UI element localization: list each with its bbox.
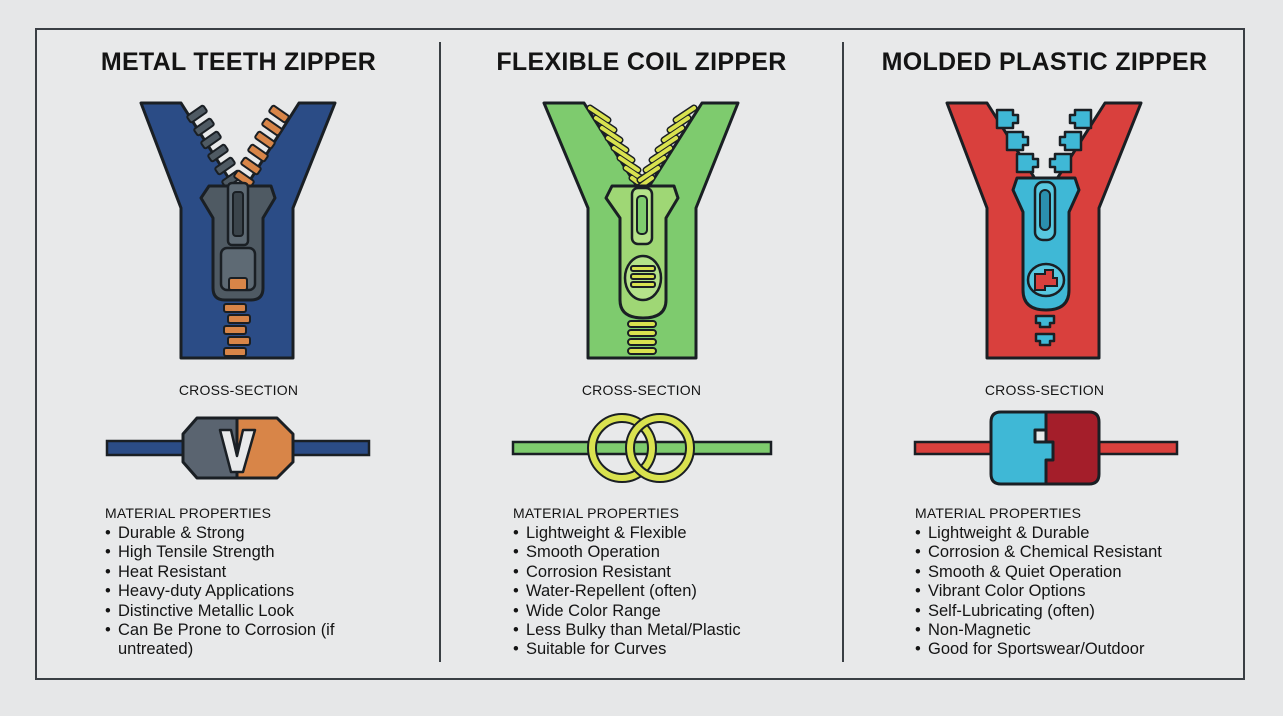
- property-item: Vibrant Color Options: [915, 582, 1218, 602]
- left-coil-highlight: [588, 106, 648, 190]
- properties-title: MATERIAL PROPERTIES: [513, 505, 680, 521]
- property-item: Suitable for Curves: [513, 640, 816, 660]
- closed-teeth: [223, 303, 251, 357]
- material-properties: MATERIAL PROPERTIES Durable & Strong Hig…: [105, 505, 408, 660]
- closed-teeth: [1034, 314, 1056, 347]
- panel-title: MOLDED PLASTIC ZIPPER: [881, 48, 1208, 76]
- property-item: Distinctive Metallic Look: [105, 602, 408, 622]
- panel-coil-zipper: FLEXIBLE COIL ZIPPER: [440, 28, 843, 680]
- cross-section-label: CROSS-SECTION: [581, 382, 702, 398]
- slider-pull-slot: [1039, 189, 1051, 231]
- coil-zipper-illustration: [511, 101, 773, 483]
- property-item: High Tensile Strength: [105, 543, 408, 563]
- property-item: Can Be Prone to Corrosion (if untreated): [105, 621, 363, 660]
- cross-section-label: CROSS-SECTION: [984, 382, 1105, 398]
- panel-molded-plastic-zipper: MOLDED PLASTIC ZIPPER CROSS-SECTION MATE…: [843, 28, 1246, 680]
- panel-title: METAL TEETH ZIPPER: [100, 48, 377, 76]
- slider-pull-slot: [232, 191, 244, 237]
- panel-metal-zipper: METAL TEETH ZIPPER: [37, 28, 440, 680]
- left-teeth: [995, 108, 1040, 174]
- properties-title: MATERIAL PROPERTIES: [915, 505, 1082, 521]
- property-item: Corrosion Resistant: [513, 563, 816, 583]
- property-item: Less Bulky than Metal/Plastic: [513, 621, 816, 641]
- slider-tooth-window: [1034, 269, 1058, 291]
- cross-section-label: CROSS-SECTION: [178, 382, 299, 398]
- property-item: Corrosion & Chemical Resistant: [915, 543, 1218, 563]
- property-item: Water-Repellent (often): [513, 582, 816, 602]
- slider-pull-slot: [636, 195, 648, 235]
- divider-left: [439, 42, 441, 662]
- right-teeth: [1048, 108, 1093, 174]
- properties-title: MATERIAL PROPERTIES: [105, 505, 272, 521]
- properties-list: Lightweight & Durable Corrosion & Chemic…: [915, 524, 1218, 660]
- cross-section-coil-right: [627, 415, 693, 481]
- properties-list: Lightweight & Flexible Smooth Operation …: [513, 524, 816, 660]
- material-properties: MATERIAL PROPERTIES Lightweight & Durabl…: [915, 505, 1218, 660]
- property-item: Heavy-duty Applications: [105, 582, 408, 602]
- property-item: Non-Magnetic: [915, 621, 1218, 641]
- panel-title: FLEXIBLE COIL ZIPPER: [496, 48, 787, 76]
- property-item: Self-Lubricating (often): [915, 602, 1218, 622]
- cross-section-tape: [511, 440, 773, 456]
- property-item: Smooth & Quiet Operation: [915, 563, 1218, 583]
- closed-coil: [627, 320, 657, 355]
- property-item: Heat Resistant: [105, 563, 408, 583]
- property-item: Lightweight & Durable: [915, 524, 1218, 544]
- property-item: Wide Color Range: [513, 602, 816, 622]
- material-properties: MATERIAL PROPERTIES Lightweight & Flexib…: [513, 505, 816, 660]
- metal-zipper-illustration: [105, 101, 371, 480]
- divider-right: [842, 42, 844, 662]
- cross-section-interlock: [218, 428, 257, 474]
- property-item: Lightweight & Flexible: [513, 524, 816, 544]
- properties-list: Durable & Strong High Tensile Strength H…: [105, 524, 408, 660]
- property-item: Durable & Strong: [105, 524, 408, 544]
- property-item: Good for Sportswear/Outdoor: [915, 640, 1218, 660]
- slider-tooth-inner: [228, 277, 248, 291]
- plastic-zipper-illustration: [913, 101, 1179, 486]
- property-item: Smooth Operation: [513, 543, 816, 563]
- cross-section-left-block: [989, 410, 1055, 486]
- right-coil-highlight: [636, 106, 696, 190]
- cross-section-right-block: [1044, 410, 1101, 486]
- cross-section-coil-left: [589, 415, 655, 481]
- slider-coil-window: [630, 265, 656, 288]
